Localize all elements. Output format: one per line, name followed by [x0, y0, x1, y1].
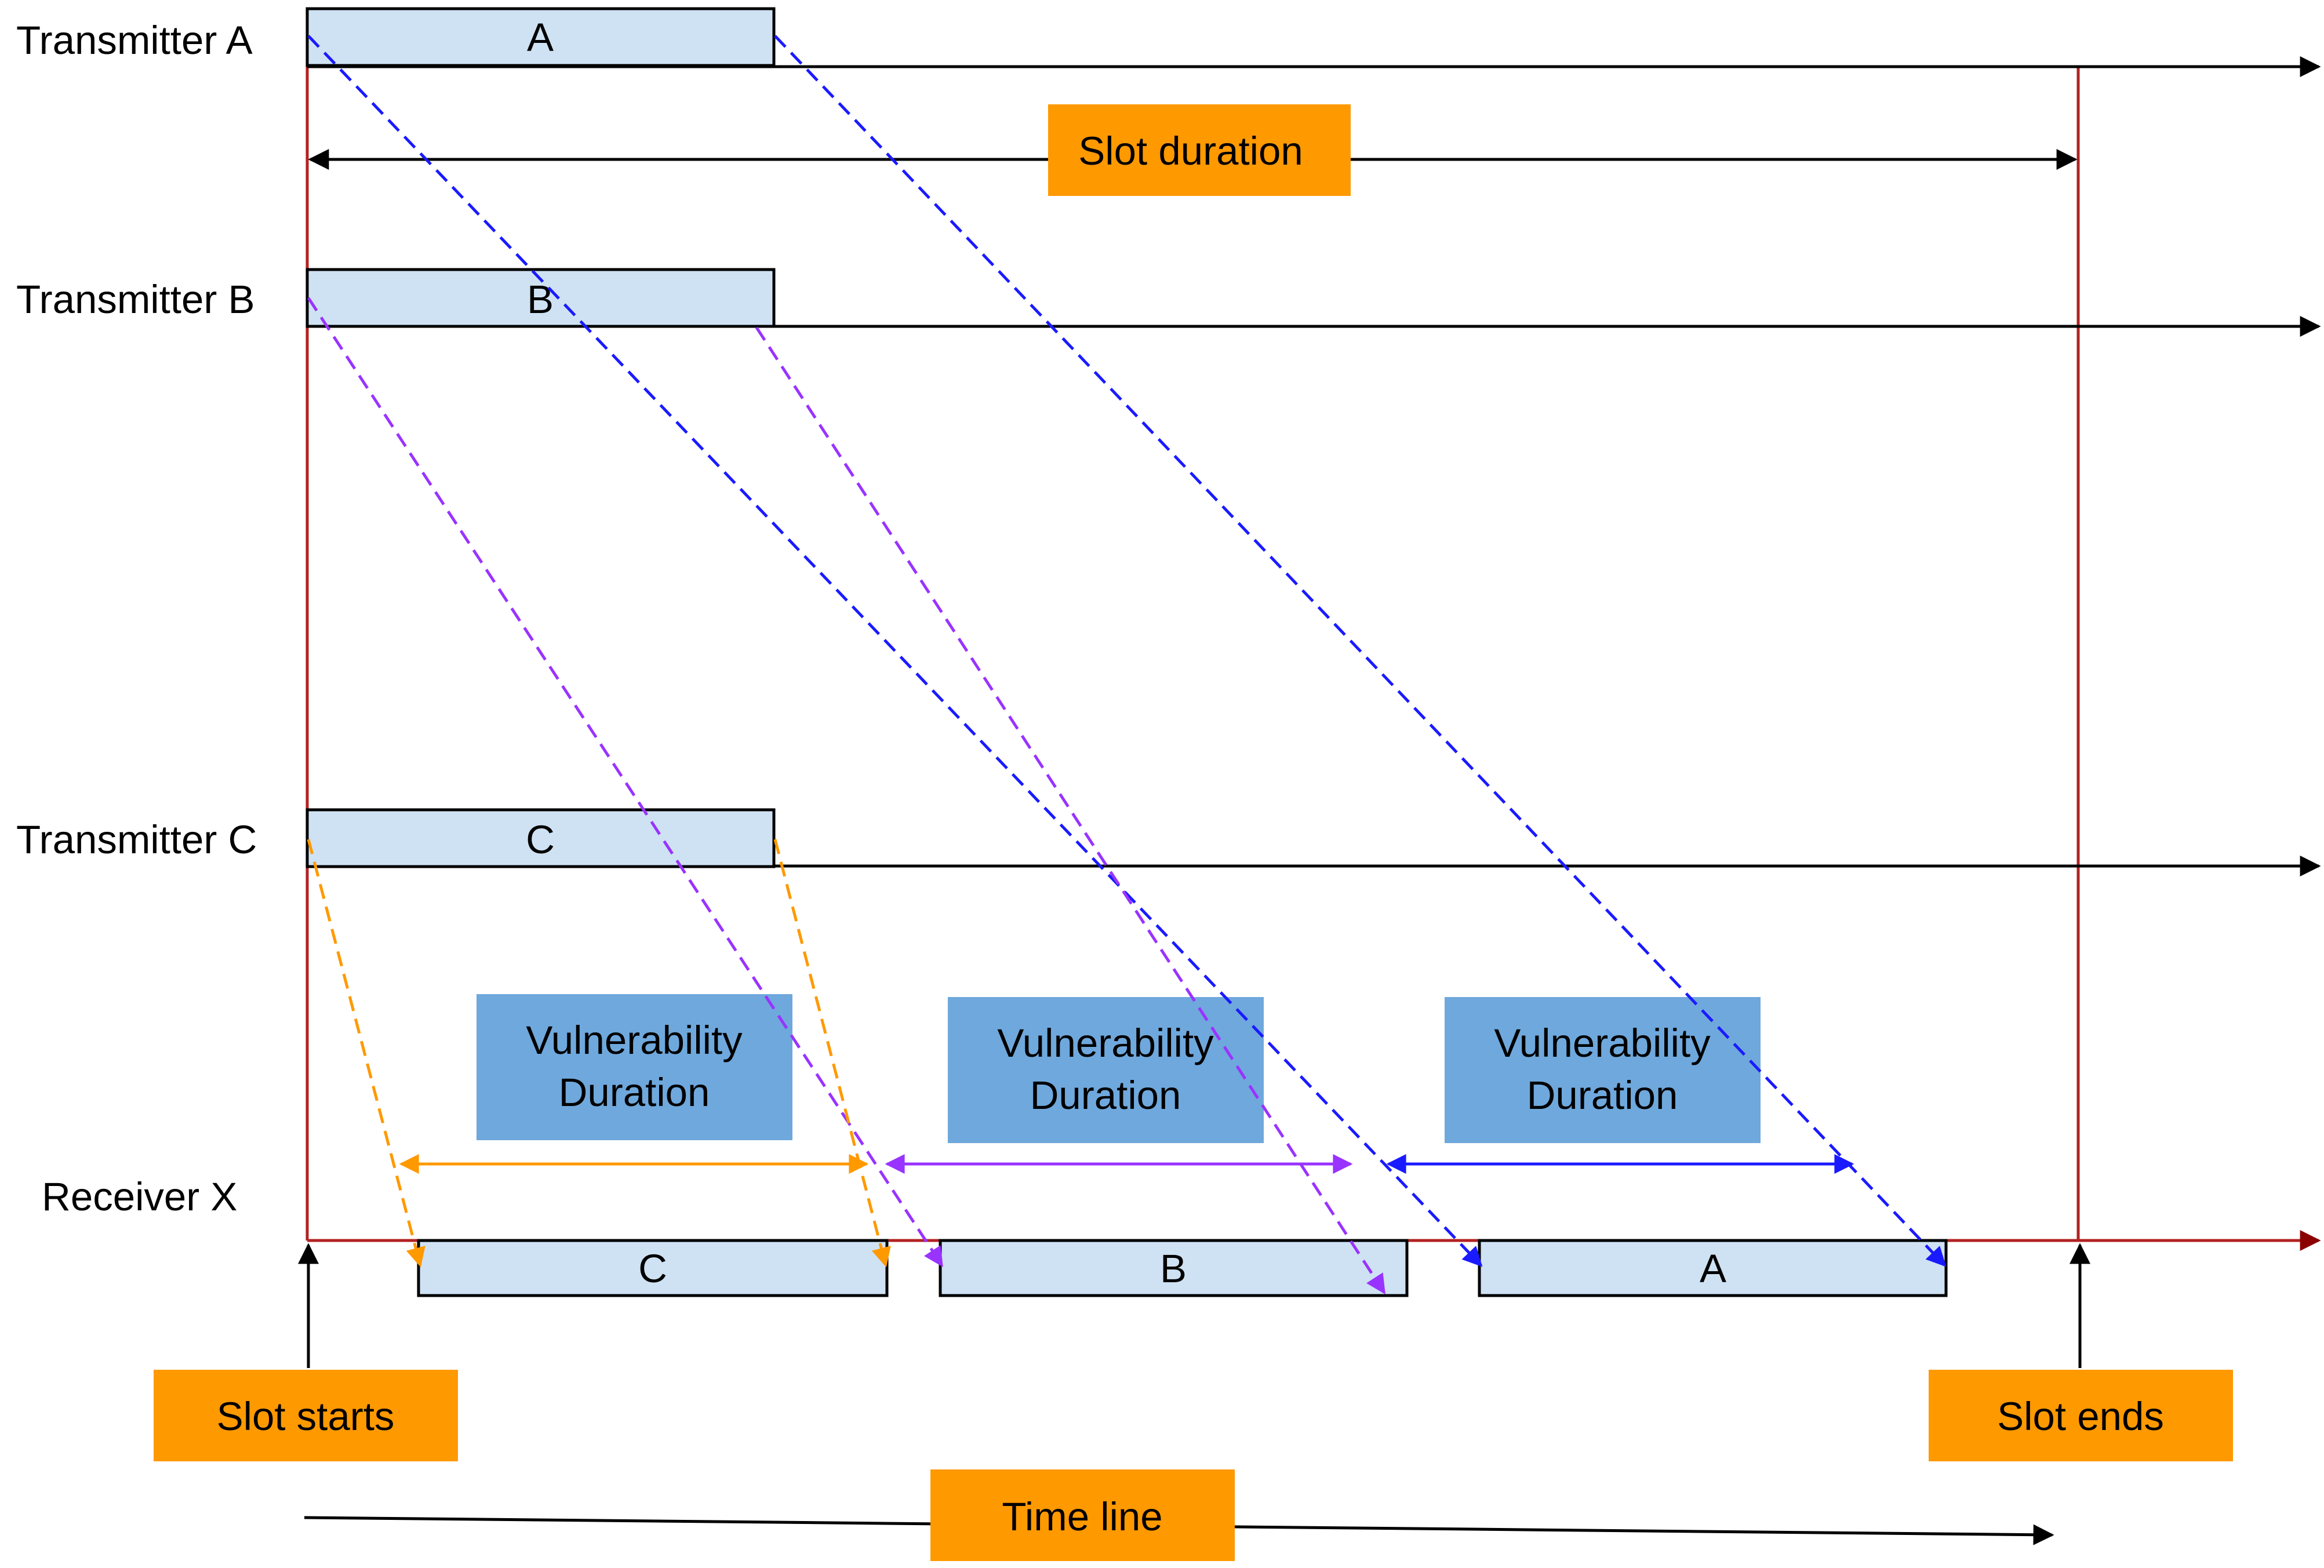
- propagation-c-start: [307, 839, 425, 1268]
- transmitter-c-frame: C: [305, 808, 776, 868]
- slot-starts-box: Slot starts: [154, 1370, 458, 1461]
- receiver-frame-c: C: [417, 1239, 889, 1297]
- vulnerability-box-b: Vulnerability Duration: [948, 997, 1264, 1143]
- propagation-c-end: [773, 839, 891, 1268]
- transmitter-b-frame-label: B: [527, 277, 554, 322]
- propagation-b-start: [307, 297, 944, 1267]
- slot-duration-label: Slot duration: [1078, 129, 1303, 173]
- vulnerability-c-line1: Vulnerability: [526, 1018, 743, 1063]
- vulnerability-box-a: Vulnerability Duration: [1445, 997, 1761, 1143]
- receiver-frame-a-label: A: [1700, 1246, 1726, 1291]
- transmitter-a-frame-label: A: [527, 15, 554, 60]
- transmitter-b-label: Transmitter B: [16, 277, 255, 322]
- time-line-box: Time line: [930, 1469, 1235, 1561]
- vulnerability-b-line2: Duration: [1030, 1073, 1181, 1118]
- receiver-label: Receiver X: [42, 1174, 237, 1219]
- receiver-frame-b-label: B: [1160, 1246, 1187, 1291]
- receiver-frame-b: B: [939, 1239, 1409, 1297]
- slot-starts-label: Slot starts: [217, 1394, 395, 1439]
- propagation-a-start: [307, 35, 1483, 1267]
- receiver-frame-c-label: C: [638, 1246, 667, 1291]
- slot-ends-label: Slot ends: [1997, 1394, 2164, 1439]
- vulnerability-box-c: Vulnerability Duration: [477, 994, 792, 1140]
- propagation-a-end: [774, 35, 1947, 1267]
- slot-duration-box: Slot duration: [1048, 104, 1351, 196]
- time-line-label: Time line: [1002, 1494, 1162, 1539]
- vulnerability-c-line2: Duration: [559, 1070, 710, 1115]
- vulnerability-a-line2: Duration: [1527, 1073, 1678, 1118]
- transmitter-a-frame: A: [305, 7, 776, 67]
- transmitter-c-frame-label: C: [526, 817, 555, 862]
- transmitter-c-label: Transmitter C: [16, 817, 257, 862]
- slot-ends-box: Slot ends: [1929, 1370, 2233, 1461]
- vulnerability-b-line1: Vulnerability: [997, 1021, 1214, 1065]
- receiver-frame-a: A: [1478, 1239, 1948, 1297]
- transmitter-a-label: Transmitter A: [16, 18, 253, 63]
- vulnerability-a-line1: Vulnerability: [1494, 1021, 1711, 1065]
- propagation-b-end: [755, 326, 1386, 1294]
